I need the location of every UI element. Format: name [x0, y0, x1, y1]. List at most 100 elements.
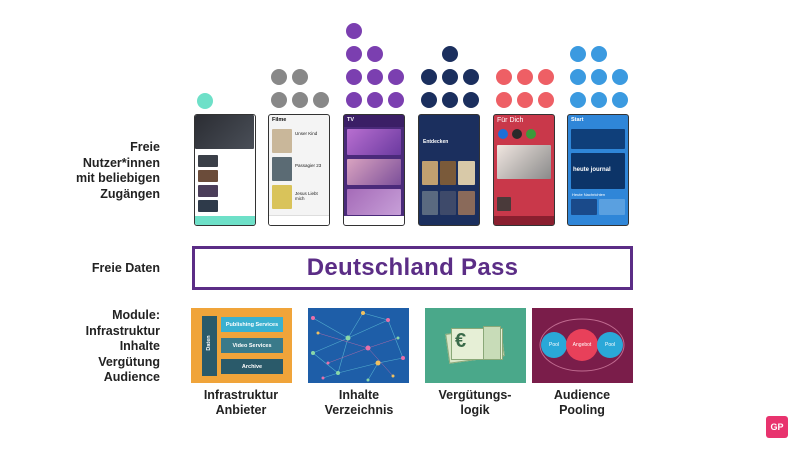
modules-row-label: Module: Infrastruktur Inhalte Vergütung … — [85, 308, 160, 384]
thumbnail — [422, 161, 438, 185]
app-screenshot-1 — [194, 114, 256, 226]
deutschland-pass-box: Deutschland Pass — [192, 246, 633, 290]
offer-label: Angebot — [572, 342, 592, 348]
thumbnail — [440, 191, 456, 215]
channel-logo — [512, 129, 522, 139]
service-box: Publishing Services — [221, 317, 283, 332]
user-dot — [496, 92, 512, 108]
pool-label: Pool — [604, 342, 615, 348]
app-header: TV — [344, 115, 404, 127]
user-dot — [612, 92, 628, 108]
user-dot — [367, 69, 383, 85]
user-dot — [292, 69, 308, 85]
app-screenshot-6: Start heute journal Heute Nachrichten — [567, 114, 629, 226]
tab-bar — [269, 215, 329, 225]
pool-label: Pool — [548, 342, 559, 348]
poster — [272, 129, 292, 153]
data-label: Daten — [206, 335, 212, 351]
user-dot — [442, 69, 458, 85]
thumbnail — [599, 199, 625, 215]
poster — [272, 157, 292, 181]
app-screenshot-5: Für Dich — [493, 114, 555, 226]
user-dot — [442, 46, 458, 62]
user-dot — [346, 46, 362, 62]
user-dot — [367, 46, 383, 62]
thumbnail — [198, 170, 218, 182]
user-dot — [570, 46, 586, 62]
network-graphic — [311, 311, 405, 382]
section-caption: Heute Nachrichten — [572, 192, 606, 197]
users-row-label: Freie Nutzer*innen mit beliebigen Zugäng… — [75, 140, 160, 201]
data-column: Daten — [202, 316, 217, 376]
user-dot — [591, 46, 607, 62]
hero-image — [195, 115, 254, 149]
poster — [272, 185, 292, 209]
app-header: Für Dich — [497, 117, 524, 124]
heute-journal-logo: heute journal — [573, 167, 611, 173]
thumbnail — [347, 159, 401, 185]
user-dot — [517, 92, 533, 108]
channel-logo — [498, 129, 508, 139]
user-dot — [388, 92, 404, 108]
user-dot — [367, 92, 383, 108]
thumbnail — [458, 161, 475, 185]
module-label-infrastructure: Infrastruktur Anbieter — [203, 388, 279, 417]
service-box: Archive — [221, 359, 283, 374]
hero-image — [571, 129, 625, 149]
pooling-graphic — [539, 318, 625, 372]
film-title: Jesus Liebt mich — [295, 191, 318, 201]
user-dot — [463, 92, 479, 108]
user-dot — [197, 93, 213, 109]
user-dot — [442, 92, 458, 108]
user-dot — [538, 92, 554, 108]
user-dot — [346, 92, 362, 108]
user-dot — [388, 69, 404, 85]
thumbnail — [458, 191, 475, 215]
service-box: Video Services — [221, 338, 283, 353]
module-label-audience: Audience Pooling — [553, 388, 611, 417]
module-label-content: Inhalte Verzeichnis — [324, 388, 394, 417]
user-dot — [271, 92, 287, 108]
user-dot — [496, 69, 512, 85]
hero-image — [497, 145, 551, 179]
film-title: Passagier 23 — [295, 163, 322, 168]
tab-bar — [195, 216, 255, 225]
tab-bar — [494, 216, 554, 225]
thumbnail — [198, 185, 218, 197]
user-dot — [421, 69, 437, 85]
thumbnail — [422, 191, 438, 215]
app-header: Filme — [272, 117, 287, 123]
app-screenshot-2: Filme Unser Kind Passagier 23 Jesus Lieb… — [268, 114, 330, 226]
data-row-label: Freie Daten — [91, 261, 160, 275]
thumbnail — [347, 189, 401, 215]
thumbnail — [440, 161, 456, 185]
user-dot — [271, 69, 287, 85]
user-dot — [570, 69, 586, 85]
user-dot — [346, 23, 362, 39]
section-title: Entdecken — [423, 139, 449, 145]
user-dot — [570, 92, 586, 108]
gp-logo: GP — [766, 416, 788, 438]
thumbnail — [198, 155, 218, 167]
tab-bar — [344, 216, 404, 225]
user-dot — [591, 69, 607, 85]
user-dot — [463, 69, 479, 85]
banknote-icon — [483, 326, 501, 360]
euro-icon: € — [455, 330, 467, 352]
module-content-directory — [308, 308, 409, 383]
user-dot — [517, 69, 533, 85]
module-audience-pooling: Pool Angebot Pool — [532, 308, 633, 383]
user-dot — [292, 92, 308, 108]
module-infrastructure: Daten Publishing Services Video Services… — [191, 308, 292, 383]
thumbnail — [497, 197, 511, 211]
app-header — [419, 115, 479, 127]
app-screenshot-4: Entdecken — [418, 114, 480, 226]
user-dot — [591, 92, 607, 108]
thumbnail — [198, 200, 218, 212]
user-dot — [538, 69, 554, 85]
user-dot — [346, 69, 362, 85]
app-header: Start — [571, 117, 584, 123]
app-screenshot-3: TV — [343, 114, 405, 226]
thumbnail — [571, 199, 597, 215]
user-dot — [313, 92, 329, 108]
